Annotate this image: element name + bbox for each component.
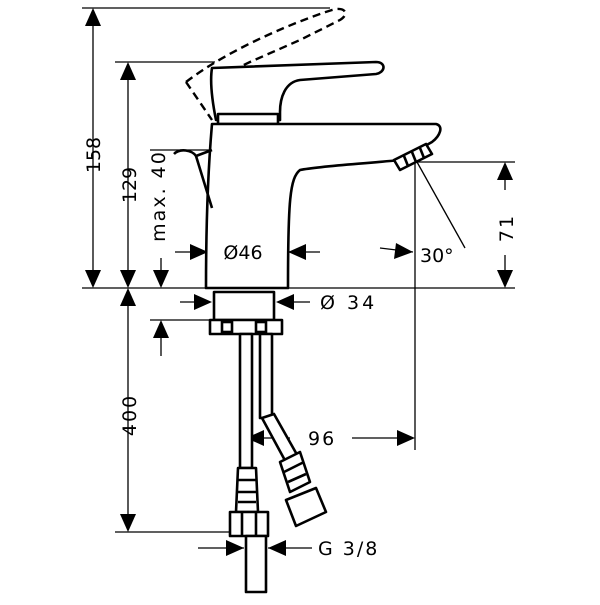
mounting-shank	[212, 290, 276, 322]
arrow-d34-left	[194, 294, 212, 310]
label-30-deg: 30°	[420, 245, 454, 267]
connection-nut	[228, 510, 270, 538]
label-158: 158	[83, 137, 105, 173]
hose-nut-right	[284, 486, 328, 528]
lever	[209, 60, 385, 122]
supply-tube-left	[238, 332, 254, 470]
extension-lines	[82, 7, 515, 533]
arrow-g38-left	[226, 540, 244, 556]
arrow-400-bottom	[120, 514, 136, 532]
label-d34: Ø 34	[320, 292, 377, 314]
arrow-71-bottom	[497, 270, 513, 288]
arrow-g38-right	[268, 540, 286, 556]
arrow-96-right	[397, 430, 415, 446]
label-71: 71	[496, 214, 518, 242]
arrow-400-top	[120, 288, 136, 306]
label-400: 400	[119, 394, 141, 436]
arrow-d34-right	[276, 294, 294, 310]
arrow-71-top	[497, 162, 513, 180]
label-129: 129	[119, 167, 141, 203]
arrow-d46-right	[288, 244, 306, 260]
connection-pipe	[244, 534, 268, 594]
label-96: 96	[308, 428, 336, 450]
pop-up-rod	[173, 149, 214, 209]
arrow-129-top	[120, 62, 136, 80]
arrowheads	[85, 8, 513, 556]
arrow-max40-bottom	[153, 270, 169, 288]
arrow-40-lower	[153, 320, 169, 338]
faucet	[173, 7, 442, 594]
arrow-129-bottom	[120, 270, 136, 288]
arrow-30-deg	[394, 243, 413, 259]
arrow-96-left	[246, 430, 264, 446]
faucet-body	[204, 122, 442, 290]
lever-raised-outline	[185, 7, 347, 83]
arrow-158-top	[85, 8, 101, 26]
label-g38: G 3/8	[318, 538, 379, 560]
lever-cap	[216, 112, 280, 126]
label-max-40: max. 40	[148, 150, 170, 242]
supply-tube-right	[258, 332, 274, 420]
arrow-158-bottom	[85, 270, 101, 288]
label-d46: Ø46	[223, 242, 262, 264]
hose-fitting-left	[234, 466, 260, 514]
dimension-labels: 158 129 max. 40 400 71 Ø46 30° Ø 34 96 G…	[83, 137, 518, 560]
arrow-d46-left	[190, 244, 208, 260]
